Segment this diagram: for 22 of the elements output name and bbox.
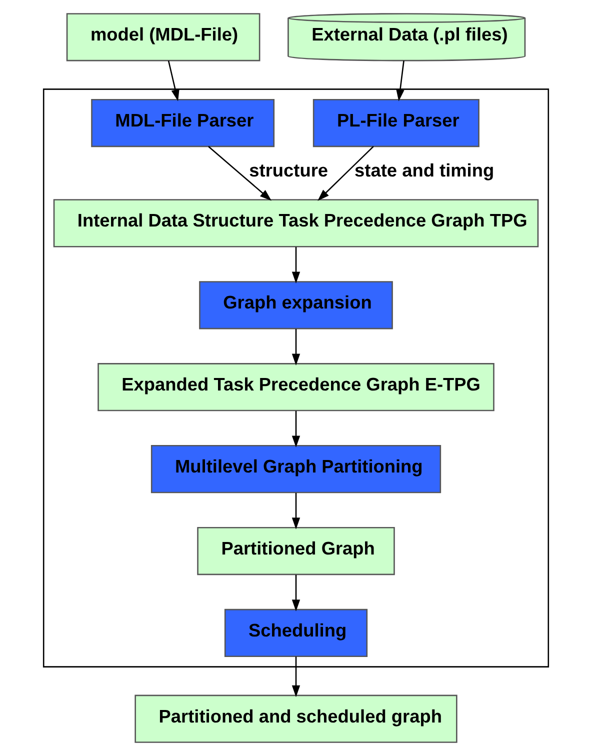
arrow [292, 574, 300, 612]
node-box: model (MDL-File) [66, 13, 260, 62]
arrow [292, 247, 300, 284]
arrow [208, 146, 272, 201]
node-box: Graph expansion [199, 281, 393, 330]
arrow [292, 492, 300, 530]
node-box: MDL-File Parser [91, 98, 275, 148]
arrow [168, 60, 180, 102]
node-box: Partitioned and scheduled graph [134, 694, 458, 743]
node-box: Multilevel Graph Partitioning [150, 445, 442, 494]
arrow [292, 656, 300, 698]
arrow [396, 60, 404, 102]
node-box: Internal Data Structure Task Precedence Graph TPG [53, 199, 539, 248]
node-box: Partitioned Graph [197, 526, 395, 576]
arrow [318, 146, 374, 201]
arrow [292, 328, 300, 366]
node-box: Scheduling [224, 608, 368, 658]
node-box: Expanded Task Precedence Graph E-TPG [98, 363, 494, 412]
node-box: PL-File Parser [312, 98, 480, 148]
edge-label: state and timing [354, 160, 494, 181]
edge-label: structure [249, 160, 328, 181]
arrow [292, 410, 300, 448]
